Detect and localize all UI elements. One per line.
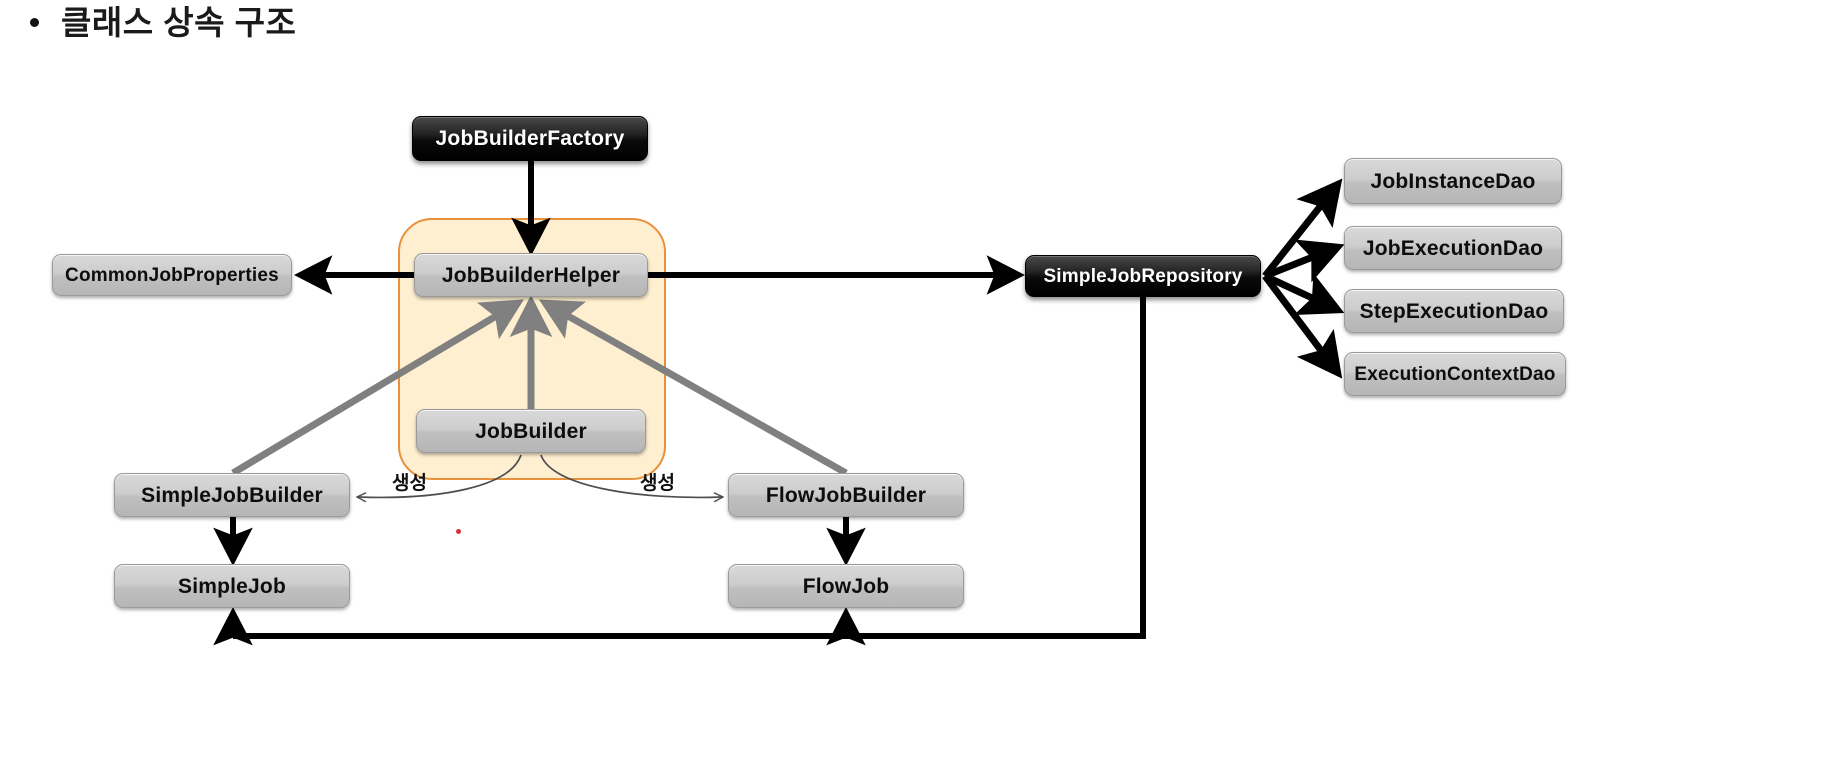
edge-repository-to-jobexecutiondao [1263,239,1345,283]
bullet-icon [30,18,39,27]
node-label-commonJobProperties: CommonJobProperties [65,264,279,286]
page-title-text: 클래스 상속 구조 [61,4,297,41]
artifact-red-dot [456,529,461,534]
edge-repository-to-stepexecutiondao [1263,272,1345,315]
page-title: 클래스 상속 구조 [30,6,296,39]
node-jobBuilderFactory[interactable]: JobBuilderFactory [412,116,648,161]
node-label-flowJobBuilder: FlowJobBuilder [765,483,927,507]
node-jobExecutionDao[interactable]: JobExecutionDao [1344,226,1562,270]
node-stepExecutionDao[interactable]: StepExecutionDao [1344,289,1564,333]
node-label-jobBuilderFactory: JobBuilderFactory [435,127,625,150]
node-jobBuilderHelper[interactable]: JobBuilderHelper [414,253,648,297]
node-label-simpleJob: SimpleJob [178,574,286,598]
edge-repository-to-jobinstancedao [1262,178,1343,279]
node-label-executionContextDao: ExecutionContextDao [1354,363,1556,385]
node-label-jobInstanceDao: JobInstanceDao [1370,169,1536,193]
node-label-jobBuilder: JobBuilder [475,419,587,443]
edge-flowjobbuilder-inherits-helper [538,299,848,477]
node-label-jobExecutionDao: JobExecutionDao [1362,236,1544,260]
node-flowJob[interactable]: FlowJob [728,564,964,608]
node-simpleJobBuilder[interactable]: SimpleJobBuilder [114,473,350,517]
edge-label-create-right: 생성 [640,473,675,494]
edge-repository-to-executioncontextdao [1262,273,1343,379]
node-executionContextDao[interactable]: ExecutionContextDao [1344,352,1566,396]
edge-repository-bus-line [233,297,1146,639]
node-label-stepExecutionDao: StepExecutionDao [1359,299,1549,323]
edge-simplejobbuilder-inherits-helper [231,299,525,477]
node-label-flowJob: FlowJob [802,574,890,598]
node-label-jobBuilderHelper: JobBuilderHelper [441,263,621,287]
edge-jobbuilder-creates-flowjobbuilder [540,454,722,497]
node-label-simpleJobRepository: SimpleJobRepository [1043,265,1243,287]
node-jobInstanceDao[interactable]: JobInstanceDao [1344,158,1562,204]
node-commonJobProperties[interactable]: CommonJobProperties [52,254,292,296]
node-jobBuilder[interactable]: JobBuilder [416,409,646,453]
node-label-simpleJobBuilder: SimpleJobBuilder [141,483,323,507]
node-simpleJobRepository[interactable]: SimpleJobRepository [1025,255,1261,297]
node-flowJobBuilder[interactable]: FlowJobBuilder [728,473,964,517]
node-simpleJob[interactable]: SimpleJob [114,564,350,608]
edge-label-create-left: 생성 [392,473,427,494]
edge-jobbuilder-creates-simplejobbuilder [358,454,522,497]
